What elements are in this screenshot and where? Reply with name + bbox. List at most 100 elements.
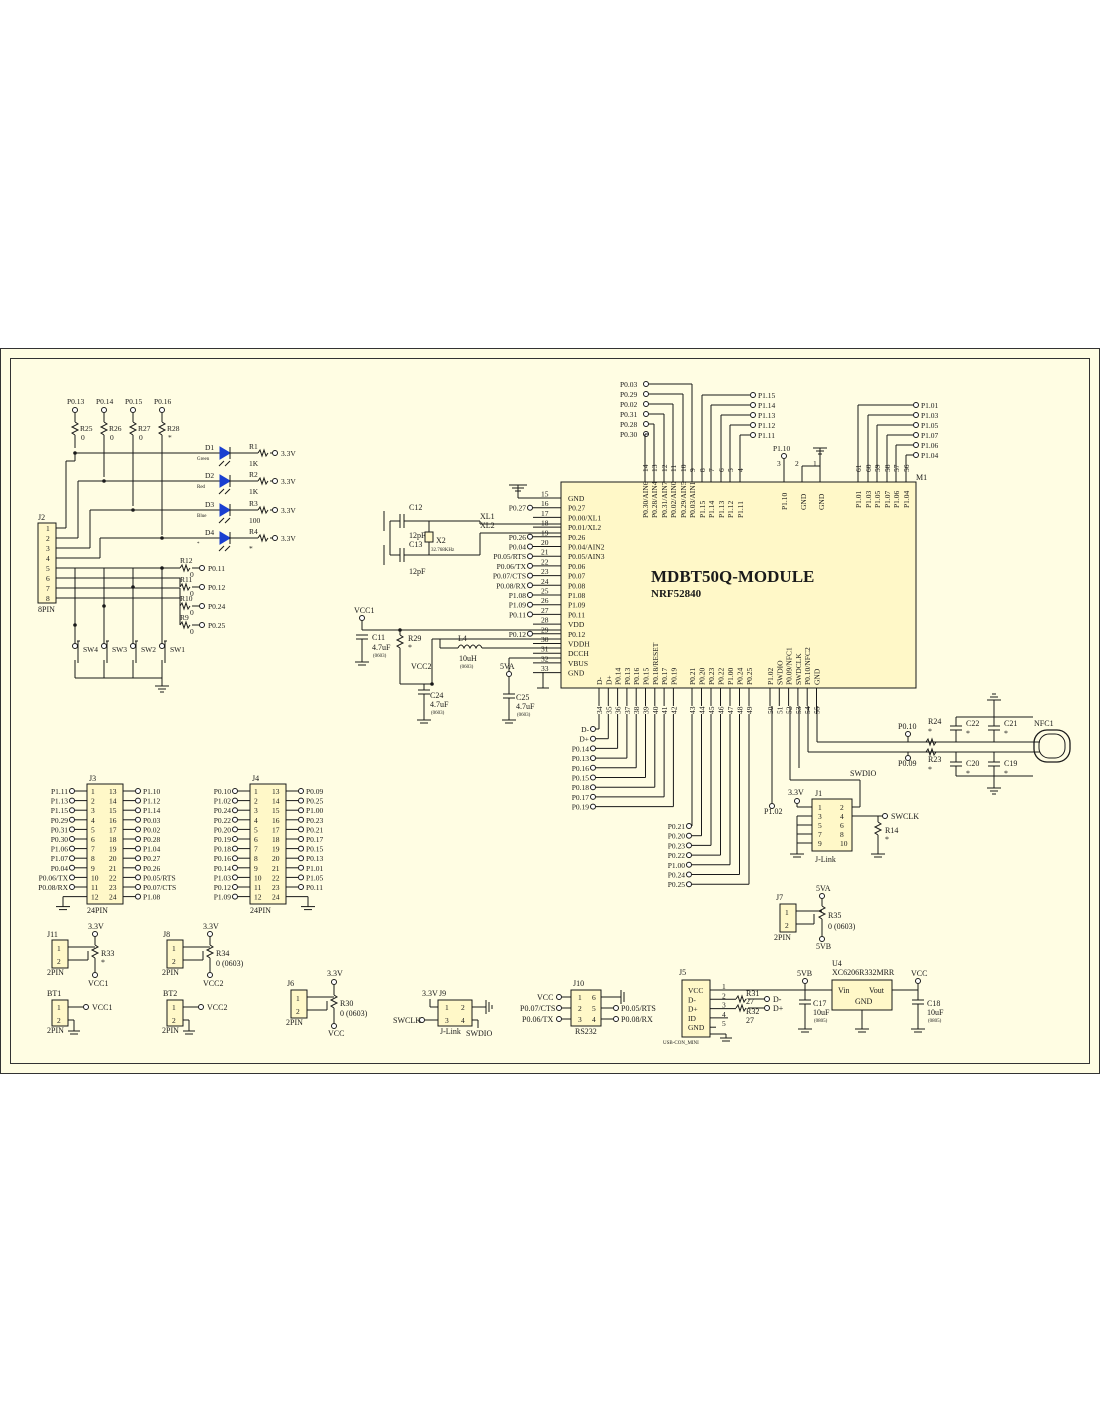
terminal	[527, 611, 533, 618]
left-pin-name: P0.00/XL1	[568, 513, 601, 522]
bt1-net: VCC1	[92, 1003, 112, 1012]
j3-pin-number: 2	[91, 797, 95, 806]
j3-ref: J3	[89, 774, 96, 783]
r35-val: 0 (0603)	[828, 922, 856, 931]
j4-left-net: P0.19	[214, 835, 232, 844]
svg-text:2: 2	[172, 957, 176, 966]
j5-ref: J5	[679, 968, 686, 977]
terminal	[750, 422, 756, 428]
j4-right-net: P1.05	[306, 873, 324, 882]
terminal	[298, 884, 304, 890]
j3-right-net: P0.07/CTS	[143, 883, 176, 892]
terminal	[69, 855, 75, 862]
switch-res-val: 0	[190, 570, 194, 579]
top-net-label: P0.28	[620, 420, 638, 429]
r30-val: 0 (0603)	[340, 1009, 368, 1018]
j4-pin-number: 12	[254, 893, 262, 902]
terminal	[686, 881, 692, 888]
c24-ref: C24	[430, 691, 443, 700]
c13-ref: C13	[409, 540, 422, 549]
bt2: BT2 2PIN 1 2 VCC2	[162, 989, 227, 1035]
j4-type: 24PIN	[250, 906, 271, 915]
led-jumper-val: 0	[139, 433, 143, 442]
bottom-pin-number: 46	[717, 706, 726, 714]
r14-val: *	[885, 835, 889, 844]
crystal-section: C12 12pF C13 12pF X2 32.768KHz XL1 XL2	[383, 484, 561, 689]
r32-ref: R32	[746, 1007, 759, 1016]
svg-text:1: 1	[785, 908, 789, 917]
left-net-label: P0.27	[509, 504, 527, 513]
terminal	[913, 452, 919, 458]
bottom-pin-name: P0.25	[745, 667, 754, 685]
bottom-pin-number: 45	[707, 706, 716, 714]
j4-box	[249, 783, 287, 905]
terminal	[135, 788, 141, 794]
terminal	[686, 861, 692, 868]
terminal	[232, 836, 238, 842]
switch-ref: SW2	[141, 645, 156, 654]
left-net-label: P0.05/RTS	[493, 552, 526, 561]
terminal	[590, 803, 596, 810]
top-pin-number: 13	[650, 464, 659, 472]
j5-pin-number: 4	[722, 1010, 726, 1019]
svg-text:3: 3	[445, 1016, 449, 1025]
led-jumper-val: 0	[81, 433, 85, 442]
terminal	[130, 643, 136, 649]
j5-pin-name: GND	[688, 1023, 705, 1032]
left-pin-name: DCCH	[568, 649, 589, 658]
led-emission-icon	[218, 460, 231, 467]
j3-right-net: P1.12	[143, 797, 161, 806]
left-pin-number: 17	[541, 509, 549, 518]
top-net-label: P1.06	[921, 441, 939, 450]
c22-ref: C22	[966, 719, 979, 728]
terminal	[527, 572, 533, 579]
c21-ref: C21	[1004, 719, 1017, 728]
j1-pin-number: 5	[818, 821, 822, 830]
j4-pin-number: 19	[272, 845, 280, 854]
left-pin-name: P0.11	[568, 610, 585, 619]
top-pin-number: 6	[717, 468, 726, 472]
top-pin-number: 57	[892, 464, 901, 472]
svg-text:1: 1	[578, 993, 582, 1002]
j1-pin-number: 7	[818, 830, 822, 839]
j6-top: 3.3V	[327, 969, 343, 978]
led-color: Green	[197, 457, 210, 462]
j10-type: RS232	[575, 1027, 597, 1036]
j3-right-net: P0.02	[143, 825, 161, 834]
left-pin-number: 25	[541, 587, 549, 596]
top-net-label: P0.30	[620, 430, 638, 439]
terminal	[159, 643, 165, 649]
power-section: VCC1 C11 4.7uF (0603) R29 * VCC2 C24 4.7…	[354, 606, 561, 724]
terminal	[135, 864, 141, 871]
top-pin-name: P1.06	[892, 490, 901, 508]
top-pin-number: 12	[660, 464, 669, 472]
terminal	[750, 392, 756, 398]
top-pin-name: P0.30/AIN6	[641, 481, 650, 518]
j4-right-net: P0.21	[306, 825, 324, 834]
left-pin-number: 23	[541, 567, 549, 576]
j3-right-net: P0.26	[143, 864, 161, 873]
supply-label: 3.3V	[281, 506, 296, 515]
bottom-pin-name: SWDIO	[775, 660, 784, 685]
bottom-pin-number: 43	[688, 706, 697, 714]
j4-pin-number: 20	[272, 854, 280, 863]
bottom-net-label: P0.24	[668, 871, 686, 880]
bottom-net-label: D+	[579, 735, 589, 744]
terminal	[590, 774, 596, 781]
left-pin-number: 21	[541, 548, 549, 557]
svg-text:GND: GND	[799, 493, 808, 510]
j4-left-net: P0.14	[214, 864, 232, 873]
j4-left-net: P1.09	[214, 893, 232, 902]
led-diode-icon	[219, 474, 231, 488]
j11-ref: J11	[47, 930, 58, 939]
bottom-pin-number: 39	[642, 706, 651, 714]
j8-type: 2PIN	[162, 968, 179, 977]
top-net-label: P1.04	[921, 451, 939, 460]
c11-val: 4.7uF	[372, 643, 391, 652]
j5-pin-number: 3	[722, 1001, 726, 1010]
j1-ref: J1	[815, 789, 822, 798]
left-net-label: P1.08	[509, 591, 527, 600]
terminal	[232, 884, 238, 890]
bottom-pin-name: P1.00	[726, 667, 735, 685]
bottom-net-label: P0.25	[668, 880, 686, 889]
